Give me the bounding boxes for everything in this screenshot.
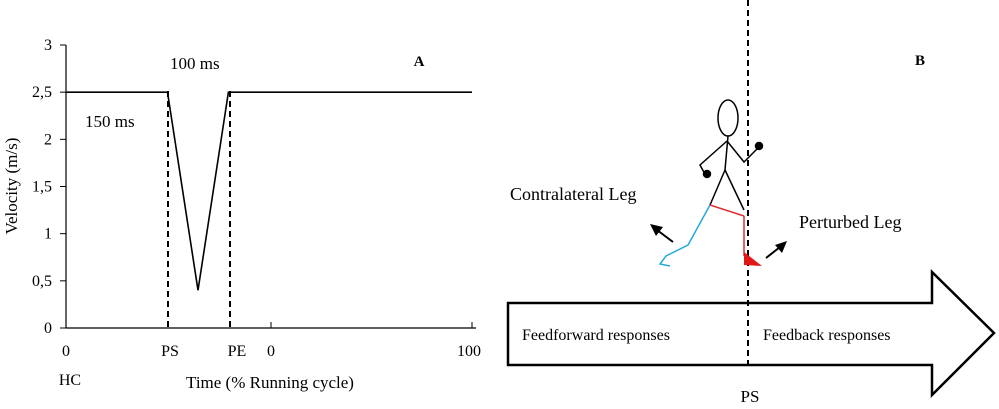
timeline-arrow xyxy=(506,269,996,399)
contralateral-arrow-shaft xyxy=(656,229,674,243)
annotation-150ms: 150 ms xyxy=(85,112,135,131)
x-axis-label: Time (% Running cycle) xyxy=(186,373,354,392)
perturbed-foot xyxy=(744,252,762,266)
perturbed-thigh xyxy=(709,204,745,217)
panel-a: 0 0,5 1 1,5 2 2,5 3 A 100 ms 150 ms Velocity (… xyxy=(2,37,481,392)
x-tick-label: 100 xyxy=(457,343,481,360)
hc-label: HC xyxy=(59,372,81,389)
y-tick-label: 3 xyxy=(44,37,52,54)
feedforward-label: Feedforward responses xyxy=(522,327,670,344)
contralateral-label: Contralateral Leg xyxy=(510,184,636,204)
y-tick-label: 1,5 xyxy=(32,179,52,196)
contralateral-arrow-head xyxy=(650,224,663,236)
y-tick-label: 1 xyxy=(44,226,52,243)
runner-hip-line xyxy=(724,169,745,211)
y-tick-label: 0 xyxy=(44,320,52,337)
y-axis-label: Velocity (m/s) xyxy=(2,138,21,235)
x-tick-label: 0 xyxy=(267,343,275,360)
runner-front-arm xyxy=(726,140,759,164)
y-tick-label: 2 xyxy=(44,131,52,148)
runner-back-hand xyxy=(702,169,712,179)
runner-back-arm xyxy=(699,140,728,177)
y-tick-label: 0,5 xyxy=(32,273,52,290)
runner-figure xyxy=(658,99,764,267)
contralateral-leg xyxy=(658,204,711,267)
runner-front-hand xyxy=(754,141,764,151)
ps-label: PS xyxy=(161,343,179,360)
perturbed-arrow xyxy=(765,241,787,259)
pe-label: PE xyxy=(228,343,247,360)
perturbed-arrow-shaft xyxy=(765,246,781,259)
runner-head xyxy=(717,99,739,137)
panel-a-label: A xyxy=(414,54,425,70)
perturbed-label: Perturbed Leg xyxy=(799,212,901,232)
x-tick-label: 0 xyxy=(62,343,70,360)
panel-b-label: B xyxy=(915,53,925,69)
runner-hip-line xyxy=(709,169,726,206)
panel-b: B Feedforward responses Feedback respons… xyxy=(506,0,996,406)
ps-timeline-label: PS xyxy=(741,387,760,406)
y-tick-label: 2,5 xyxy=(32,84,52,101)
velocity-line xyxy=(66,91,472,291)
contralateral-arrow xyxy=(650,224,674,243)
feedback-label: Feedback responses xyxy=(763,327,891,344)
perturbed-arrow-head xyxy=(775,241,787,253)
annotation-100ms: 100 ms xyxy=(170,54,220,73)
